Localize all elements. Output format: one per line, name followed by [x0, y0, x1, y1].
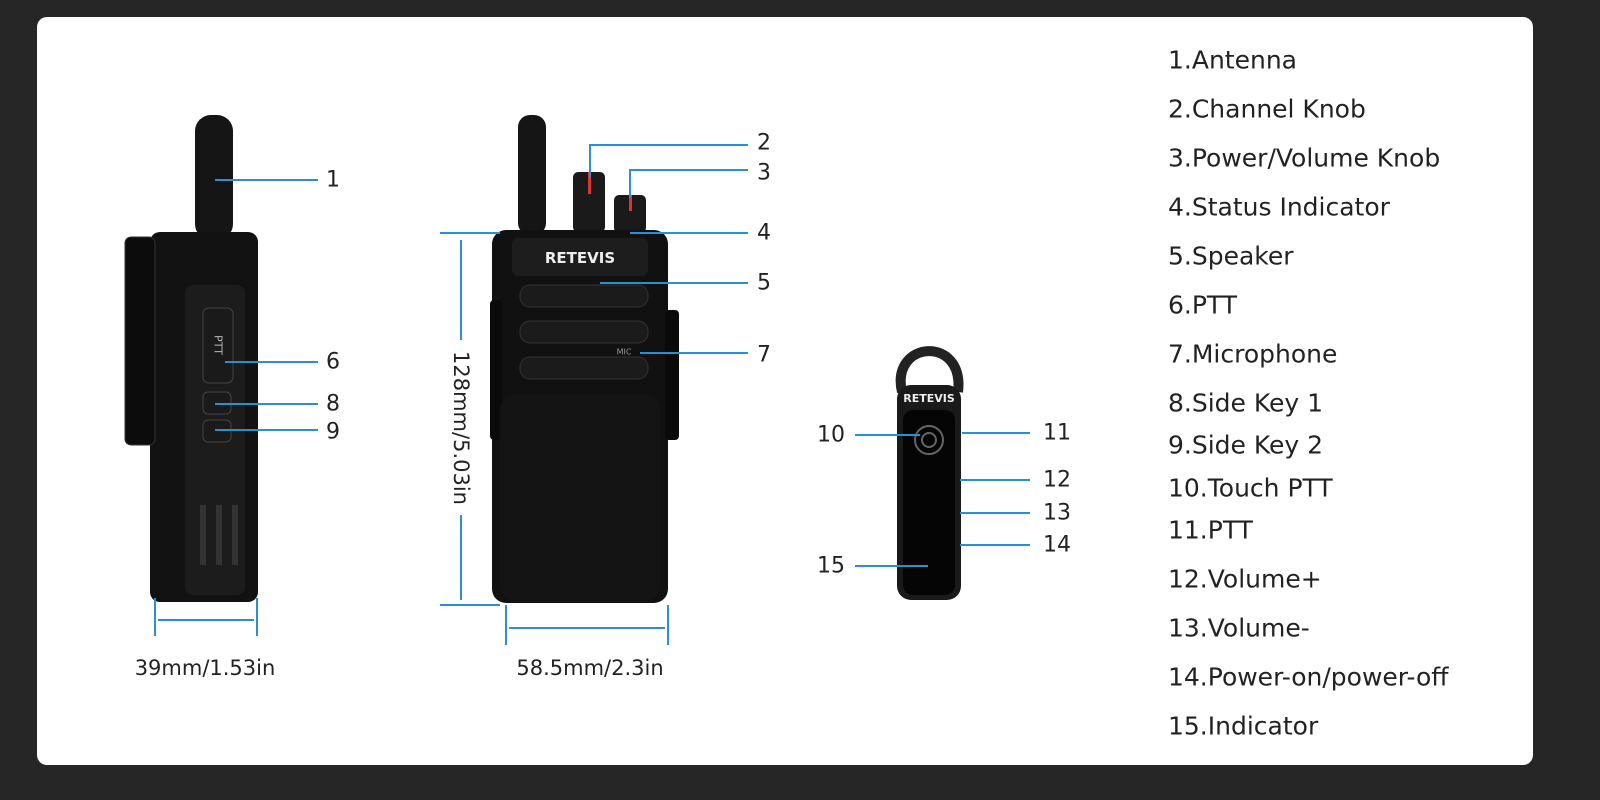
callout-lines [154, 144, 1030, 645]
callout-label: 10 [817, 422, 845, 448]
part-item: 11.PTT [1168, 515, 1253, 545]
svg-text:RETEVIS: RETEVIS [545, 249, 615, 267]
radio-front-view: RETEVIS [490, 115, 679, 603]
volume-knob [614, 195, 646, 233]
diagram-panel [37, 17, 1533, 765]
part-item: 2.Channel Knob [1168, 94, 1366, 124]
callout-label: 14 [1043, 532, 1071, 558]
touch-ptt-fingerprint [914, 425, 944, 455]
ptt-key [202, 307, 234, 384]
earpiece: RETEVIS [895, 346, 964, 600]
part-item: 8.Side Key 1 [1168, 388, 1324, 418]
part-item: 1.Antenna [1168, 45, 1297, 75]
callout-label: 1 [326, 167, 340, 193]
part-item: 9.Side Key 2 [1168, 430, 1324, 460]
part-item: 6.PTT [1168, 290, 1238, 320]
part-item: 3.Power/Volume Knob [1168, 143, 1441, 173]
part-item: 15.Indicator [1168, 711, 1319, 741]
front-width-dimension: 58.5mm/2.3in [516, 656, 664, 680]
callout-label: 9 [326, 419, 340, 445]
channel-knob [573, 172, 605, 232]
height-dimension: 128mm/5.03in [449, 351, 473, 505]
part-item: 14.Power-on/power-off [1168, 662, 1449, 692]
callout-label: 7 [757, 342, 771, 368]
part-item: 7.Microphone [1168, 339, 1338, 369]
belt-clip [124, 236, 156, 446]
callout-label: 3 [757, 160, 771, 186]
callout-label: 4 [757, 220, 771, 246]
callout-label: 5 [757, 270, 771, 296]
part-item: 10.Touch PTT [1168, 473, 1333, 503]
svg-text:RETEVIS: RETEVIS [903, 392, 955, 405]
mic-text: MIC [616, 347, 632, 357]
ptt-key-text: PTT [211, 335, 225, 355]
side-width-dimension: 39mm/1.53in [134, 656, 276, 680]
part-item: 12.Volume+ [1168, 564, 1322, 594]
callout-label: 11 [1043, 420, 1071, 446]
callout-label: 13 [1043, 500, 1071, 526]
callout-label: 12 [1043, 467, 1071, 493]
part-item: 13.Volume- [1168, 613, 1310, 643]
callout-label: 2 [757, 130, 771, 156]
callout-label: 8 [326, 391, 340, 417]
part-item: 5.Speaker [1168, 241, 1294, 271]
callout-label: 6 [326, 349, 340, 375]
part-item: 4.Status Indicator [1168, 192, 1390, 222]
antenna [195, 115, 233, 240]
callout-label: 15 [817, 553, 845, 579]
radio-side-view [124, 115, 258, 602]
